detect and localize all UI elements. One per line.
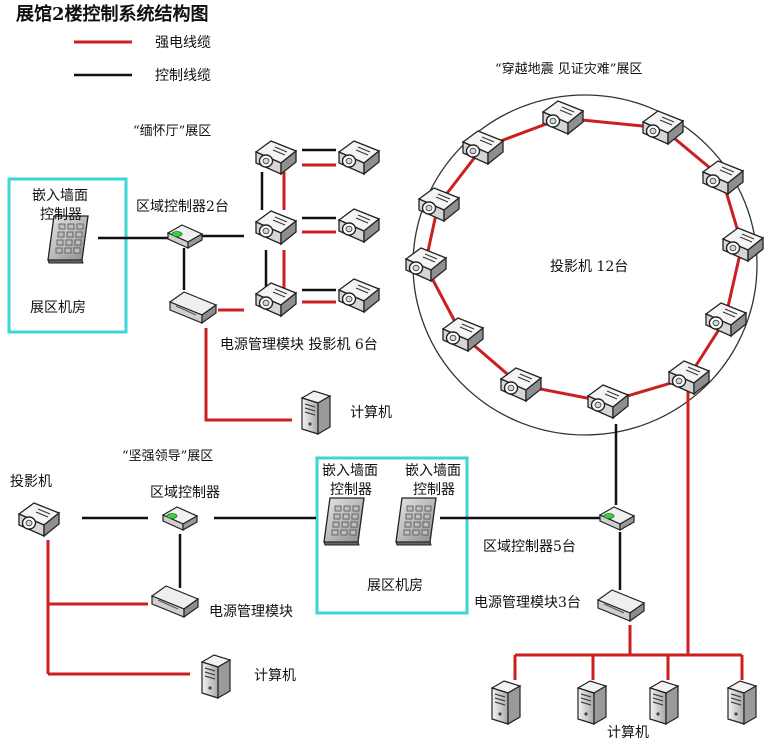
machine-room-box-bottom [315,456,469,615]
projector-icon [705,302,747,337]
computer-label-right: 计算机 [607,725,649,741]
zone-ctrl-label-left: 区域控制器 [150,485,220,501]
computer-icon [301,390,331,435]
projector-icon [338,208,380,243]
zone-leader-label: “坚强领导”展区 [122,449,213,464]
projector-icon [462,130,504,165]
power-module-to-pc [204,328,292,422]
computer-icon [727,680,757,725]
wall-ctrl-label-b1-line2: 控制器 [330,482,372,498]
legend-power-label: 强电线缆 [155,35,211,51]
wall-controller-icon [47,215,89,264]
wall-ctrl-label-b2-line1: 嵌入墙面 [405,463,461,479]
projector-icon [587,384,629,419]
machine-room-label-bottom: 展区机房 [367,578,423,594]
zone-controller-icon [599,506,635,531]
computer-icon [201,654,231,699]
projector-icon [255,282,297,317]
wall-ctrl-label-b1-line1: 嵌入墙面 [322,463,378,479]
wall-ctrl-label-line2: 控制器 [40,207,82,223]
wall-ctrl-label-b2-line2: 控制器 [413,482,455,498]
projector-icon [18,502,60,537]
projector-icon [405,247,447,282]
projector-icon [542,100,584,135]
zone-earthquake-label: “穿越地震 见证灾难”展区 [495,61,642,77]
zone-controller-icon [162,506,198,531]
zone-memorial-label: “缅怀厅”展区 [133,124,211,139]
zone-controller-icon [167,224,203,249]
projector-icon [255,210,297,245]
projector-icon [418,187,460,222]
power-mod-proj6-label: 电源管理模块 投影机 6台 [220,337,378,353]
projector-12-label: 投影机 12台 [550,259,628,275]
machine-room-label-top: 展区机房 [30,300,86,316]
computer-label-top: 计算机 [350,405,392,421]
wall-ctrl-label-line1: 嵌入墙面 [32,188,88,204]
zone-ctrl-5-label: 区域控制器5台 [483,539,576,555]
legend-control-label: 控制线缆 [155,68,211,84]
projector-icon [338,140,380,175]
wall-controller-icon [323,497,365,546]
computer-icon [491,680,521,725]
machine-room-box-top [7,177,128,334]
projector-icon [255,140,297,175]
computer-icon [649,680,679,725]
diagram-title: 展馆2楼控制系统结构图 [16,3,209,25]
computer-icon [577,680,607,725]
power-module-icon [151,585,199,618]
projector-label-left: 投影机 [10,474,52,490]
power-module-icon [597,589,645,622]
power-mod-label-left: 电源管理模块 [209,604,293,620]
power-module-icon [169,291,217,324]
power-mod-3-label: 电源管理模块3台 [474,595,581,611]
wall-controller-icon [395,497,437,546]
projector-icon [338,278,380,313]
zone-ctrl-2-label: 区域控制器2台 [136,199,229,215]
computer-label-left: 计算机 [254,668,296,684]
